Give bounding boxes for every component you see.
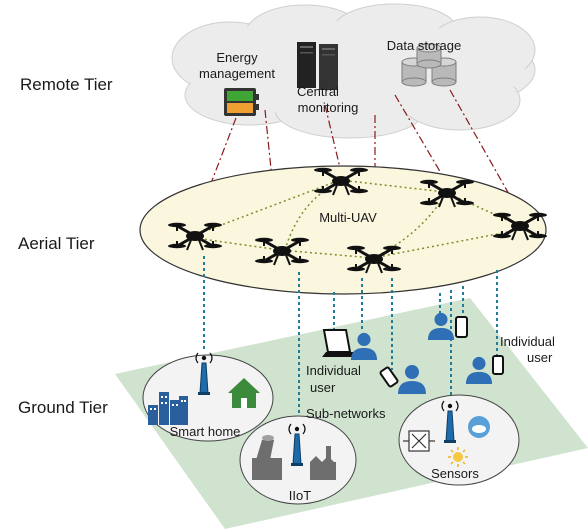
factory-icon xyxy=(252,435,336,480)
building-windows xyxy=(150,396,186,410)
storage-label: Data storage xyxy=(387,38,461,53)
uav-ground-links xyxy=(203,256,498,430)
sensors-network xyxy=(398,394,520,486)
house-icon xyxy=(228,378,260,408)
aerial-tier-label: Aerial Tier xyxy=(18,234,95,253)
sensors-label: Sensors xyxy=(431,466,479,481)
database-icon xyxy=(401,43,457,87)
phone-icon xyxy=(492,355,504,375)
laptop-icon xyxy=(322,329,360,357)
sun-icon xyxy=(448,447,468,467)
sub-networks-label: Sub-networks xyxy=(306,406,386,421)
sensor-icon xyxy=(403,430,435,452)
phone-icon xyxy=(379,366,399,388)
smart-home-label: Smart home xyxy=(170,424,241,439)
central-label-line1: Central xyxy=(297,84,339,99)
building-icon xyxy=(148,392,188,425)
ground-tier-label: Ground Tier xyxy=(18,398,108,417)
multi-uav-label: Multi-UAV xyxy=(319,210,377,225)
battery-icon xyxy=(224,88,259,116)
individual-user-left-line2: user xyxy=(310,380,336,395)
individual-user-right-line2: user xyxy=(527,350,553,365)
phone-icon xyxy=(455,316,468,338)
energy-label-line1: Energy xyxy=(216,50,258,65)
aerial-tier-ellipse xyxy=(139,165,547,295)
central-label-line2: monitoring xyxy=(298,100,359,115)
energy-label-line2: management xyxy=(199,66,275,81)
server-icon xyxy=(297,42,338,90)
individual-user-left-line1: Individual xyxy=(306,363,361,378)
iiot-label: IIoT xyxy=(289,488,311,503)
remote-tier-label: Remote Tier xyxy=(20,75,113,94)
individual-user-right-line1: Individual xyxy=(500,334,555,349)
cloud-icon xyxy=(468,416,490,438)
